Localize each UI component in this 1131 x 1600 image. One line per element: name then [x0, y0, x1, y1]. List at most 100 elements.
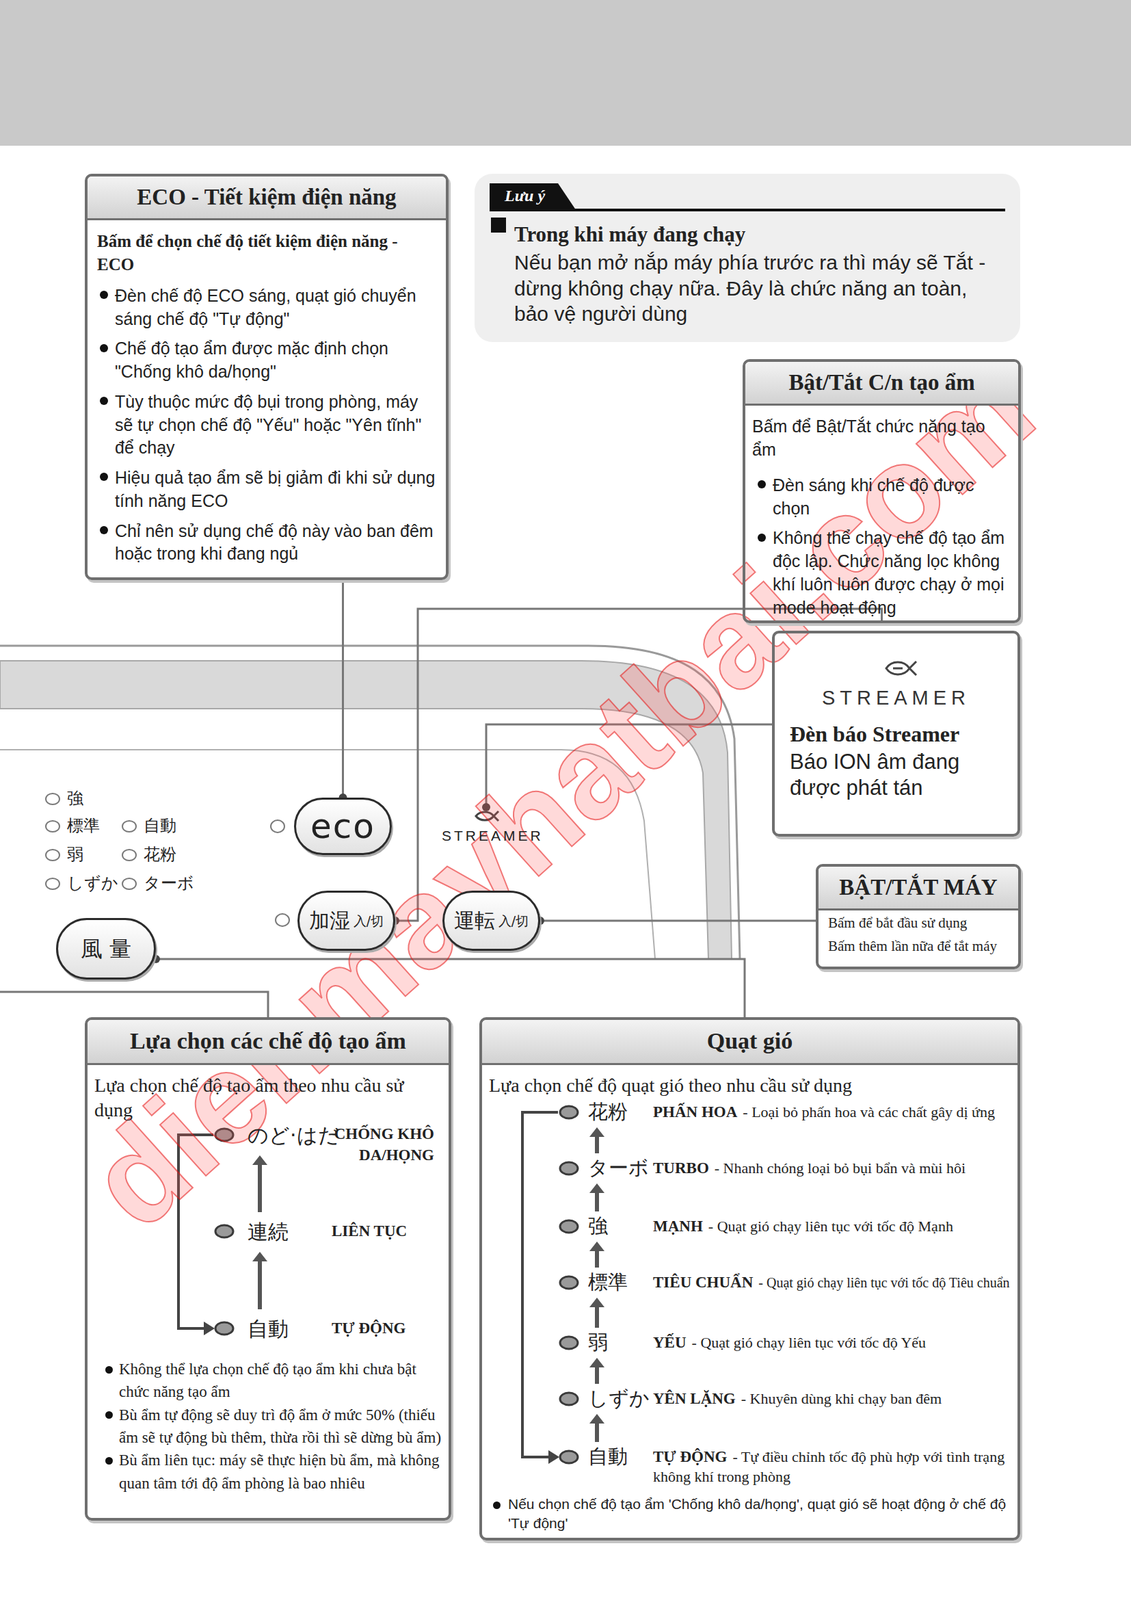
panel-text: 風 量 — [80, 937, 132, 960]
indicator-label: 弱 — [67, 843, 84, 866]
panel-text: Chế độ tạo ẩm được mặc định chọn "Chống … — [87, 335, 446, 385]
fan-name: TIÊU CHUẨN — [653, 1273, 753, 1291]
panel-text: Chỉ nên sử dụng chế độ này vào ban đêm h… — [87, 518, 446, 568]
panel-text: Bù ẩm tự động sẽ duy trì độ ẩm ở mức 50%… — [87, 1403, 449, 1449]
mode-dot — [215, 1321, 234, 1335]
indicator-lamps — [45, 793, 290, 926]
panel-text: Tùy thuộc mức độ bụi trong phòng, máy sẽ… — [87, 389, 446, 461]
fan-description: PHẤN HOA- Loại bỏ phấn hoa và các chất g… — [653, 1101, 1016, 1123]
panel-text: 入/切 — [353, 914, 384, 928]
panel-text: Bấm để Bật/Tắt chức năng tạo ẩm — [745, 405, 1019, 469]
panel-text: Không thể lựa chọn chế độ tạo ẩm khi chư… — [87, 1357, 449, 1404]
panel-heading: BẬT/TẮT MÁY — [818, 866, 1019, 911]
fan-name: TURBO — [653, 1159, 710, 1177]
panel-text: Trong khi máy đang chạy — [474, 211, 1021, 249]
fan-name: YÊN LẶNG — [653, 1389, 736, 1407]
indicator-label: 花粉 — [143, 843, 177, 866]
panel-text: 入/切 — [498, 914, 529, 928]
mode-dot — [215, 1224, 234, 1237]
indicator-label: しずか — [67, 872, 119, 894]
arrow-head — [589, 1357, 605, 1367]
humidify-panel: Bật/Tắt C/n tạo ẩmBấm để Bật/Tắt chức nă… — [742, 358, 1021, 623]
arrow-head — [589, 1241, 605, 1251]
mode-symbol: 連続 — [247, 1217, 289, 1245]
fan-symbol: 自動 — [588, 1443, 628, 1470]
panel-text: 運転 — [454, 910, 496, 931]
arrow-head — [589, 1126, 605, 1137]
fan-text: - Loại bỏ phấn hoa và các chất gây dị ứn… — [742, 1102, 995, 1121]
mode-dot — [560, 1450, 578, 1463]
arrow-shaft — [257, 1258, 262, 1309]
indicator-label: ターボ — [143, 872, 195, 894]
note-panel: Lưu ýTrong khi máy đang chạyNếu bạn mở n… — [474, 173, 1021, 342]
arrow-shaft — [594, 1189, 600, 1212]
arrow-shaft — [257, 1161, 262, 1212]
arrow-shaft — [594, 1133, 600, 1153]
fan-symbol: 標準 — [588, 1269, 628, 1296]
streamer-label: STREAMER — [441, 826, 544, 845]
fan-text: - Nhanh chóng loại bỏ bụi bẩn và mùi hôi — [714, 1159, 966, 1177]
fan-description: YÊN LẶNG - Khuyên dùng khi chạy ban đêm — [653, 1388, 1016, 1409]
panel-heading: Quạt gió — [482, 1019, 1018, 1065]
power-panel: BẬT/TẮT MÁYBấm để bắt đầu sử dụngBấm thê… — [815, 863, 1021, 969]
panel-heading: Bật/Tắt C/n tạo ẩm — [745, 361, 1019, 406]
panel-text: Đèn sáng khi chế độ được chọn — [745, 472, 1019, 522]
panel-text: Bấm thêm lần nữa để tắt máy — [818, 933, 1019, 956]
humidify-button: 加湿入/切 — [297, 890, 396, 951]
arrow-shaft — [594, 1364, 600, 1384]
fan-symbol: しずか — [588, 1385, 650, 1412]
mode-dot — [560, 1105, 578, 1119]
arrow-shaft — [594, 1304, 600, 1328]
eco-panel: ECO - Tiết kiệm điện năngBấm để chọn chế… — [84, 173, 449, 580]
fan-description: TURBO- Nhanh chóng loại bỏ bụi bẩn và mù… — [653, 1157, 1016, 1179]
indicator-label: 強 — [67, 787, 84, 809]
panel-text: Đèn báo Streamer — [774, 707, 1018, 749]
panel-heading: Lựa chọn các chế độ tạo ẩm — [87, 1019, 449, 1065]
panel-text: Đèn chế độ ECO sáng, quạt gió chuyển sán… — [87, 283, 446, 333]
panel-text: Bù ẩm liên tục: máy sẽ thực hiện bù ẩm, … — [87, 1448, 449, 1495]
panel-text: Báo ION âm đang được phát tán — [774, 748, 1018, 808]
panel-text: 加湿 — [309, 910, 351, 931]
mode-name: CHỐNG KHÔ DA/HỌNG — [324, 1122, 435, 1166]
fan-symbol: ターボ — [588, 1154, 649, 1181]
mode-name: LIÊN TỤC — [331, 1220, 407, 1242]
arrow-head — [589, 1182, 605, 1193]
fan-symbol: 強 — [588, 1213, 608, 1240]
mode-arrows — [252, 1126, 605, 1442]
fan-name: TỰ ĐỘNG — [653, 1447, 727, 1465]
mode-symbol: のど·はだ — [247, 1121, 340, 1149]
leader-line — [341, 579, 344, 798]
fan-description: MẠNH- Quạt gió chạy liên tục với tốc độ … — [653, 1215, 1016, 1237]
panel-text: Lưu ý — [489, 183, 576, 209]
fan-symbol: 花粉 — [588, 1098, 628, 1125]
mode-name: TỰ ĐỘNG — [331, 1317, 406, 1339]
top-band — [0, 0, 1131, 146]
mode-dot — [560, 1161, 578, 1175]
panel-text: Nếu chọn chế độ tạo ẩm 'Chống khô da/họn… — [482, 1494, 1018, 1538]
arrow-shaft — [594, 1420, 600, 1442]
arrow-head — [252, 1251, 268, 1261]
arrow-shaft — [594, 1247, 600, 1268]
panel-text: Nếu bạn mở nắp máy phía trước ra thì máy… — [474, 248, 1021, 334]
panel-text: Hiệu quả tạo ẩm sẽ bị giảm đi khi sử dụn… — [87, 464, 446, 515]
panel-text: Lựa chọn chế độ quạt gió theo nhu cầu sử… — [482, 1064, 1018, 1098]
mode-dot — [560, 1392, 578, 1405]
power-button: 運転入/切 — [442, 890, 541, 951]
fan-text: - Khuyên dùng khi chạy ban đêm — [741, 1389, 942, 1407]
indicator-label: 標準 — [67, 815, 100, 837]
mode-symbol: 自動 — [247, 1314, 289, 1342]
panel-text: Bấm để bắt đầu sử dụng — [818, 910, 1019, 933]
humidify-mode-panel: Lựa chọn các chế độ tạo ẩmLựa chọn chế đ… — [84, 1016, 452, 1521]
note-tab-rule: Lưu ý — [489, 183, 1006, 212]
fan-description: TỰ ĐỘNG- Tự điều chỉnh tốc độ phù hợp vớ… — [653, 1446, 1016, 1486]
mode-dot — [560, 1336, 578, 1349]
leader-line — [540, 919, 816, 922]
mode-dot — [560, 1275, 578, 1289]
indicator-label: 自動 — [143, 815, 177, 837]
fan-text: - Quạt gió chạy liên tục với tốc độ Mạnh — [708, 1217, 954, 1235]
fan-button: 風 量 — [56, 917, 156, 980]
eco-button: eco — [294, 797, 392, 855]
fan-description: YẾU- Quạt gió chạy liên tục với tốc độ Y… — [653, 1332, 1016, 1353]
fan-description: TIÊU CHUẨN- Quạt gió chạy liên tục với t… — [653, 1271, 1016, 1293]
